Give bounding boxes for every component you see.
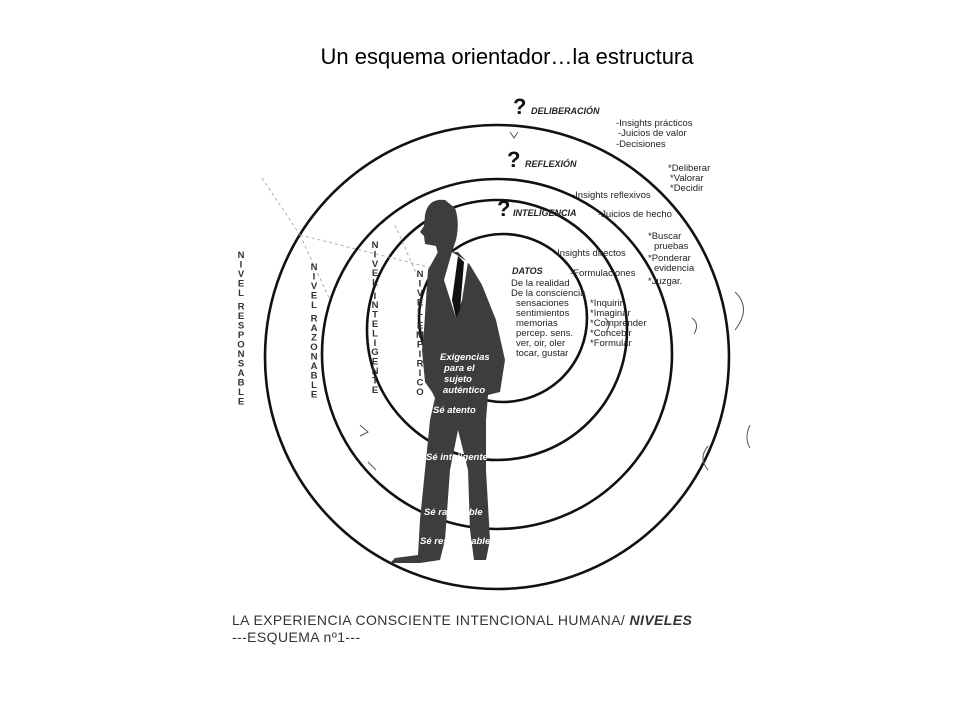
deliberacion-output-2: -Juicios de valor	[618, 128, 687, 139]
question-mark-reflexion: ?	[507, 147, 520, 172]
datos-line-4: sentimientos	[516, 308, 570, 319]
reflexion-output-1: -Insights reflexivos	[572, 190, 651, 201]
caption-emphasis: NIVELES	[630, 612, 693, 628]
label-datos: DATOS	[512, 266, 543, 276]
label-reflexion: REFLEXIÓN	[525, 158, 577, 169]
deliberacion-op-1: *Deliberar	[668, 163, 710, 174]
figure-title-line-4: auténtico	[443, 385, 485, 396]
datos-line-3: sensaciones	[516, 298, 569, 309]
inteligencia-output-1: -Insights directos	[554, 248, 626, 259]
imperative-responsable: Sé responsable	[420, 536, 491, 547]
reflexion-op-5: *Juzgar.	[648, 276, 682, 287]
ring-deliberacion	[263, 123, 731, 591]
caption-line-2: ---ESQUEMA nº1---	[232, 629, 361, 645]
datos-line-5: memorias	[516, 318, 558, 329]
imperative-atento: Sé atento	[433, 405, 476, 416]
datos-line-8: tocar, gustar	[516, 348, 568, 359]
caption-line-1: LA EXPERIENCIA CONSCIENTE INTENCIONAL HU…	[232, 612, 692, 628]
deliberacion-op-3: *Decidir	[670, 183, 703, 194]
ring-reflexion	[320, 177, 674, 531]
deliberacion-output-1: -Insights prácticos	[616, 118, 693, 129]
deliberacion-output-3: -Decisiones	[616, 139, 666, 150]
question-mark-inteligencia: ?	[497, 196, 510, 221]
datos-line-2: De la consciencia	[511, 288, 586, 299]
label-inteligencia: INTELIGENCIA	[513, 208, 577, 218]
imperative-razonable: Sé razonable	[424, 507, 483, 518]
deliberacion-op-2: *Valorar	[670, 173, 704, 184]
reflexion-op-4: evidencia	[654, 263, 695, 274]
person-silhouette	[390, 199, 505, 563]
inteligencia-output-2: -Formulaciones	[570, 268, 636, 279]
figure-title-line-2: para el	[443, 363, 475, 374]
reflexion-op-2: pruebas	[654, 241, 689, 252]
datos-line-7: ver, oir, oler	[516, 338, 565, 349]
datos-line-6: percep. sens.	[516, 328, 573, 339]
label-deliberacion: DELIBERACIÓN	[531, 105, 600, 116]
inteligencia-op-2: *Imaginar	[590, 308, 631, 319]
ring-empirico	[417, 232, 589, 404]
caption-main: LA EXPERIENCIA CONSCIENTE INTENCIONAL HU…	[232, 612, 630, 628]
figure-title-line-1: Exigencias	[440, 352, 490, 363]
side-arcs	[359, 131, 751, 471]
reflexion-op-1: *Buscar	[648, 231, 681, 242]
figure-title-line-3: sujeto	[444, 374, 472, 385]
reflexion-op-3: *Ponderar	[648, 253, 691, 264]
question-mark-deliberacion: ?	[513, 94, 526, 119]
imperative-inteligente: Sé inteligente	[426, 452, 488, 463]
slide-title: Un esquema orientador…la estructura	[320, 44, 694, 69]
reflexion-output-2: -Juicios de hecho	[598, 209, 672, 220]
inteligencia-op-1: *Inquirir	[590, 298, 623, 309]
guide-lines	[261, 177, 441, 301]
datos-line-1: De la realidad	[511, 278, 570, 289]
inteligencia-op-3: *Comprender	[590, 318, 647, 329]
ring-inteligencia	[365, 198, 629, 462]
inteligencia-op-5: *Formular	[590, 338, 632, 349]
inteligencia-op-4: *Concebir	[590, 328, 632, 339]
